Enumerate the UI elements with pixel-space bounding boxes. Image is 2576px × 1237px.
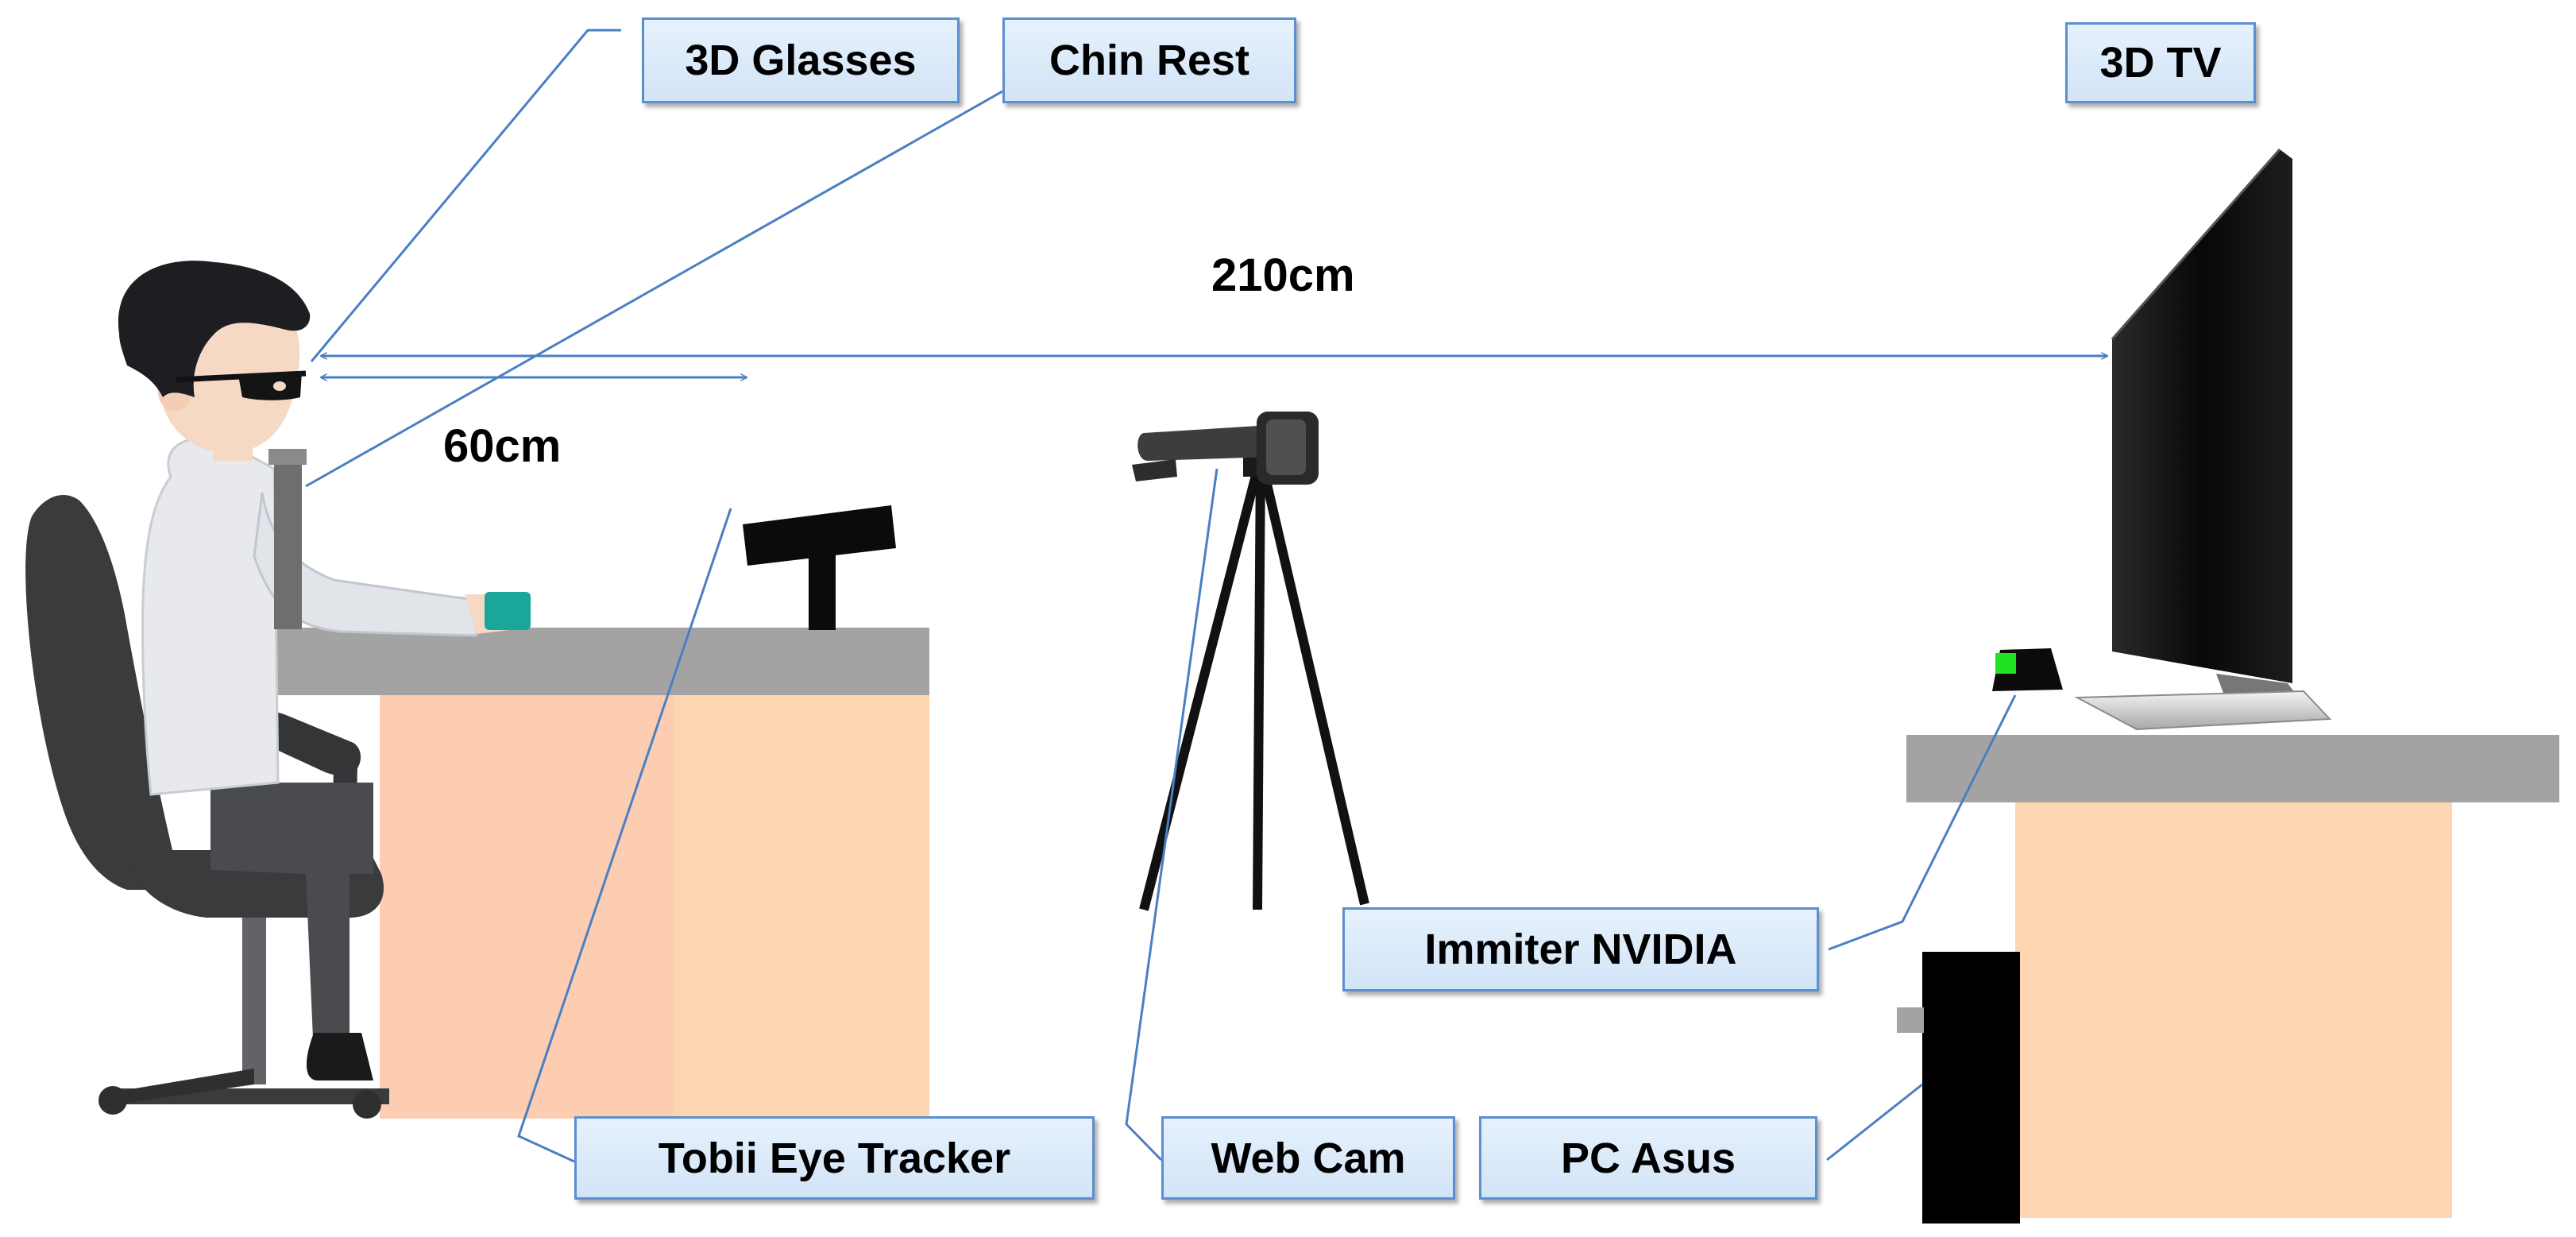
leader-chin-rest — [305, 90, 1003, 488]
label-chin-rest: Chin Rest — [1002, 17, 1296, 103]
leader-eye-tracker — [517, 508, 732, 1163]
leader-web-cam — [1125, 468, 1218, 1162]
label-pc-asus: PC Asus — [1479, 1116, 1817, 1200]
distance-label-screen: 210cm — [1211, 249, 1355, 301]
eye-tracker — [743, 505, 896, 630]
label-tobii-eye-tracker: Tobii Eye Tracker — [574, 1116, 1095, 1200]
leader-glasses — [310, 29, 621, 362]
tv — [2074, 149, 2332, 731]
pc-tower — [1897, 952, 2020, 1223]
left-desk — [276, 628, 929, 1119]
leader-emitter — [1828, 694, 2017, 951]
right-desk — [1906, 735, 2559, 1218]
nvidia-emitter — [1992, 648, 2063, 691]
chin-rest — [268, 449, 307, 629]
webcam-tripod — [1132, 412, 1369, 911]
person — [118, 261, 531, 1080]
label-3d-tv: 3D TV — [2065, 22, 2256, 103]
label-immiter-nvidia: Immiter NVIDIA — [1342, 907, 1819, 992]
distance-label-tracker: 60cm — [443, 420, 562, 472]
leader-pc — [1826, 1083, 1923, 1162]
leader-lines — [305, 29, 2017, 1163]
label-3d-glasses: 3D Glasses — [642, 17, 960, 103]
label-web-cam: Web Cam — [1161, 1116, 1455, 1200]
